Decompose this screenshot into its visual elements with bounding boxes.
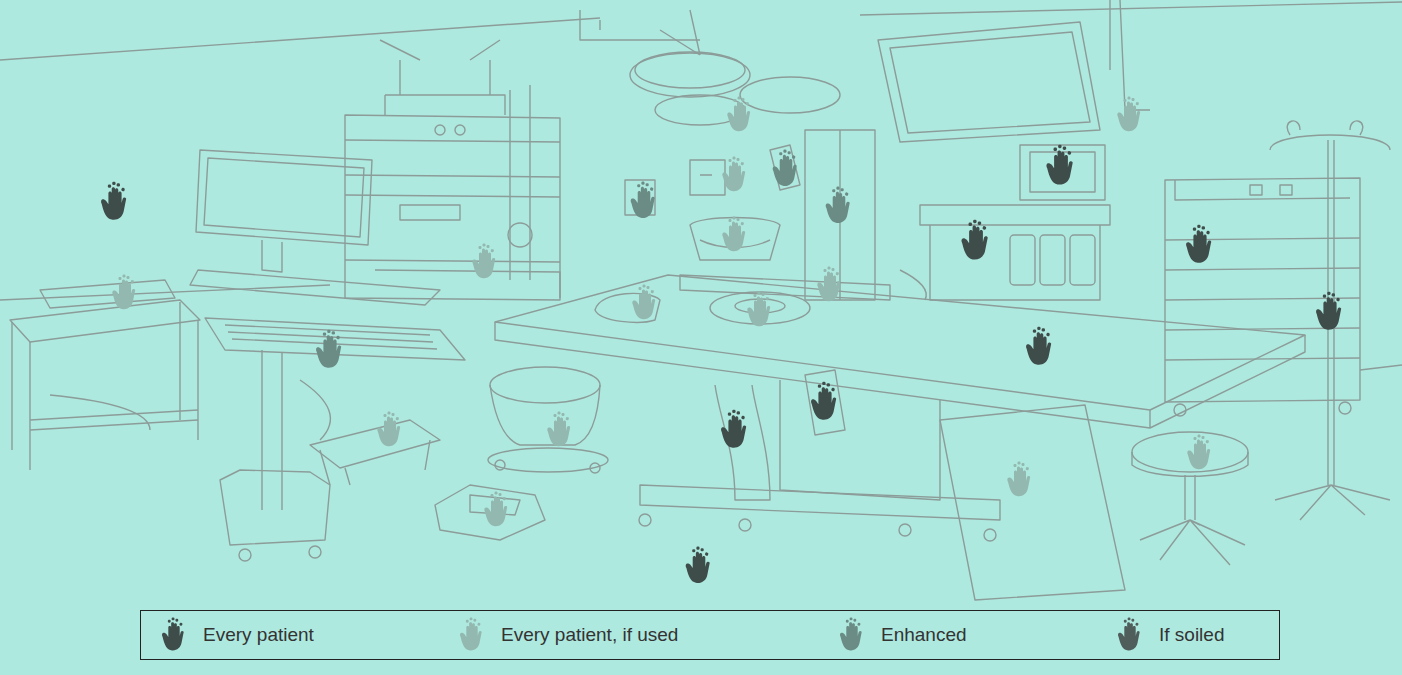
legend-swatch: [155, 616, 193, 654]
legend-item: Enhanced: [833, 611, 967, 659]
legend-text: Every patient: [203, 624, 314, 646]
legend-item: Every patient, if used: [453, 611, 678, 659]
legend-swatch: [453, 616, 491, 654]
legend-text: Enhanced: [881, 624, 967, 646]
legend-swatch: [833, 616, 871, 654]
legend-box: Every patient Every patient, if used Enhan…: [140, 610, 1280, 660]
legend-text: Every patient, if used: [501, 624, 678, 646]
legend-text: If soiled: [1159, 624, 1224, 646]
legend-swatch: [1111, 616, 1149, 654]
legend-item: Every patient: [155, 611, 314, 659]
legend-item: If soiled: [1111, 611, 1224, 659]
